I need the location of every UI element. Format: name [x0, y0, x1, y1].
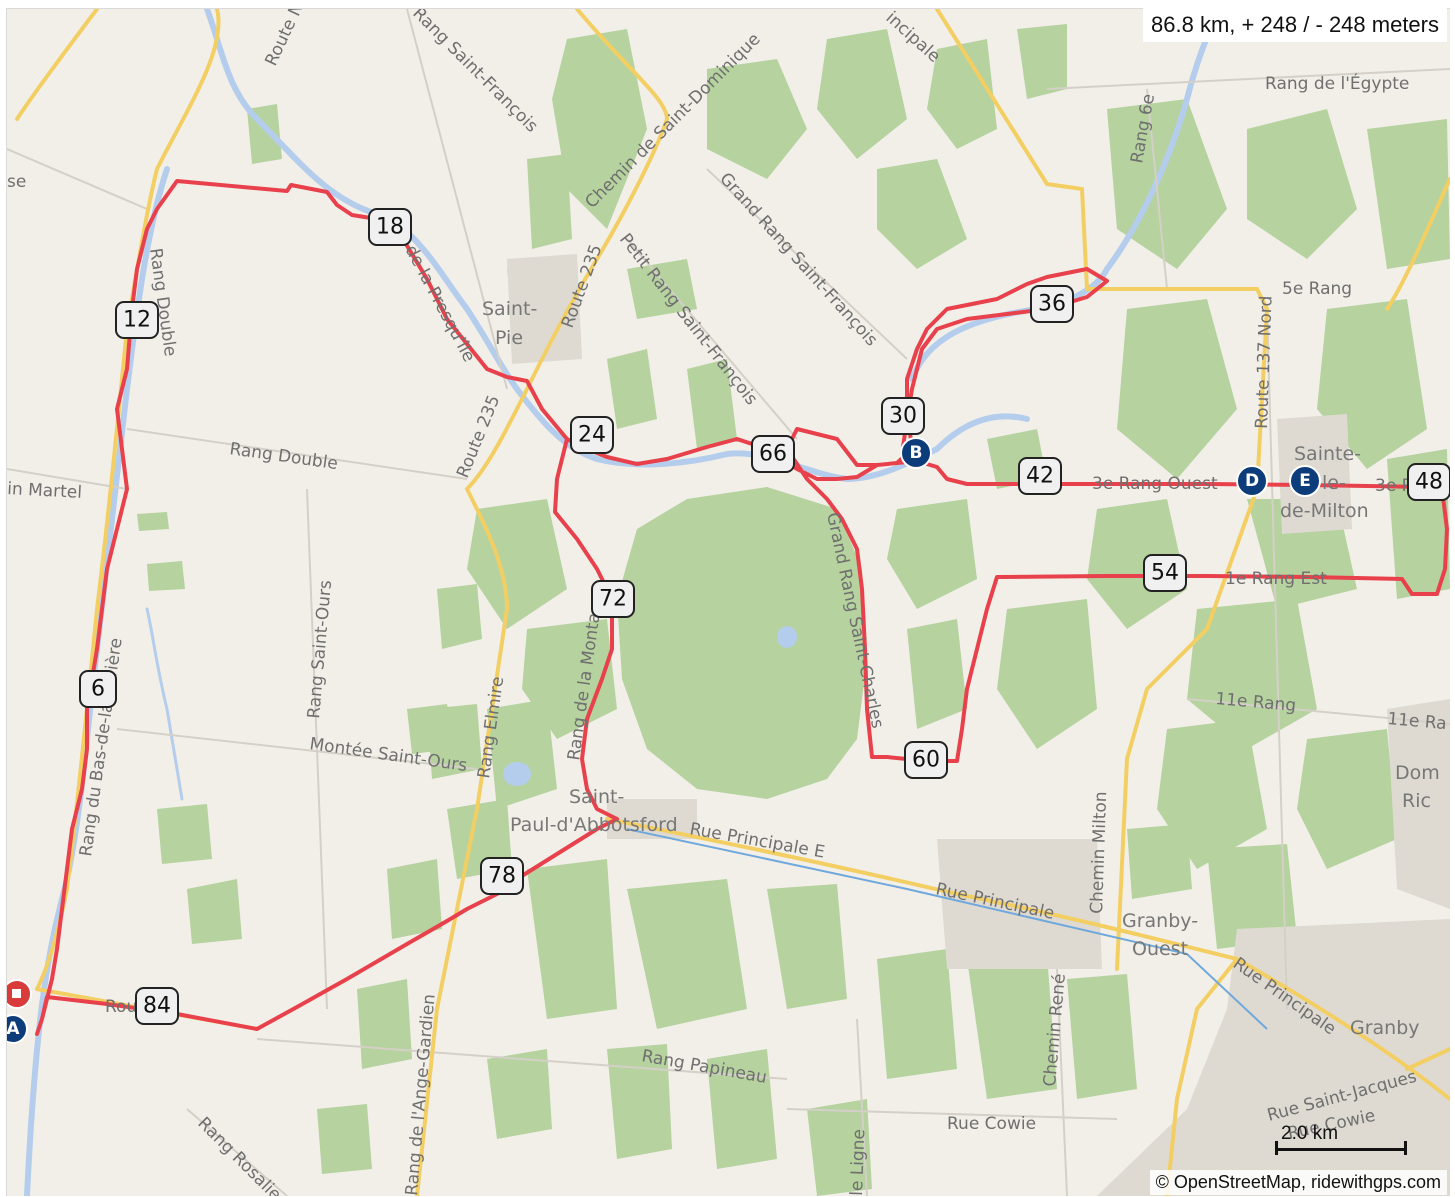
- town-label: Saint-: [569, 786, 624, 808]
- waypoint-e[interactable]: E: [1289, 465, 1321, 497]
- town-label: Paul-d'Abbotsford: [510, 814, 678, 836]
- blue-road: [626, 828, 1268, 1030]
- svg-text:72: 72: [599, 587, 627, 612]
- svg-text:60: 60: [912, 748, 940, 773]
- scale-tick-right: [1404, 1141, 1407, 1155]
- distance-marker-54: 54: [1143, 554, 1187, 592]
- town-labels: Saint- Pie Sainte- de-Milton Saint- Paul…: [482, 298, 1440, 1039]
- waypoint-a[interactable]: A: [7, 1014, 28, 1044]
- town-label: Dom: [1395, 762, 1440, 784]
- distance-marker-12: 12: [115, 301, 159, 339]
- route-stats: 86.8 km, + 248 / - 248 meters: [1143, 8, 1447, 42]
- svg-text:36: 36: [1038, 292, 1066, 317]
- town-label: Sainte-: [1294, 443, 1361, 465]
- town-label: Ouest: [1132, 938, 1188, 960]
- distance-marker-72: 72: [591, 580, 635, 618]
- map-view[interactable]: Route N Rang Saint-François incipale Che…: [6, 8, 1450, 1196]
- road-label: Rang de l'Égypte: [1265, 72, 1409, 94]
- map-attribution[interactable]: © OpenStreetMap, ridewithgps.com: [1149, 1170, 1447, 1195]
- scale-tick-left: [1275, 1141, 1278, 1155]
- road-label: 3e Rang Ouest: [1092, 474, 1218, 494]
- svg-text:24: 24: [578, 423, 606, 448]
- svg-text:18: 18: [376, 215, 404, 240]
- minor-roads: [7, 9, 1450, 1196]
- distance-marker-6: 6: [79, 670, 117, 708]
- distance-marker-18: 18: [368, 208, 412, 246]
- pond: [503, 762, 531, 786]
- distance-marker-48: 48: [1407, 463, 1450, 501]
- urban-areas: [507, 254, 1450, 1196]
- scale-line: [1275, 1148, 1407, 1151]
- town-label: le-: [1322, 472, 1346, 494]
- start-marker[interactable]: [7, 979, 32, 1009]
- svg-text:B: B: [910, 443, 923, 463]
- distance-marker-30: 30: [881, 397, 925, 435]
- svg-text:66: 66: [759, 442, 787, 467]
- road-label: Route 137 Nord: [1252, 295, 1277, 429]
- svg-text:30: 30: [889, 404, 917, 429]
- svg-text:78: 78: [488, 864, 516, 889]
- svg-text:E: E: [1299, 471, 1311, 491]
- waypoint-b[interactable]: B: [900, 437, 932, 469]
- waypoint-d[interactable]: D: [1236, 465, 1268, 497]
- svg-text:D: D: [1245, 471, 1259, 491]
- road-label: 1e Rang Est: [1225, 569, 1327, 589]
- distance-marker-78: 78: [480, 857, 524, 895]
- distance-marker-66: 66: [751, 435, 795, 473]
- svg-text:12: 12: [123, 308, 151, 333]
- svg-text:54: 54: [1151, 561, 1179, 586]
- map-canvas[interactable]: Route N Rang Saint-François incipale Che…: [7, 9, 1450, 1196]
- distance-marker-24: 24: [570, 416, 614, 454]
- road-label: Rue Cowie: [947, 1114, 1036, 1134]
- town-label: Granby: [1350, 1017, 1420, 1039]
- distance-marker-60: 60: [904, 741, 948, 779]
- scale-bar: 2.0 km: [1275, 1123, 1407, 1157]
- road-label: 3e R: [1375, 476, 1414, 496]
- town-label: Pie: [495, 327, 523, 349]
- road-label: le Ligne: [847, 1129, 869, 1196]
- forest-areas: [137, 24, 1450, 1196]
- town-label: de-Milton: [1280, 500, 1369, 522]
- pond: [777, 626, 797, 648]
- town-label: Ric: [1402, 790, 1431, 812]
- distance-marker-36: 36: [1030, 285, 1074, 323]
- svg-text:A: A: [7, 1019, 20, 1039]
- svg-text:42: 42: [1026, 464, 1054, 489]
- svg-text:48: 48: [1415, 470, 1443, 495]
- distance-marker-42: 42: [1018, 457, 1062, 495]
- road-label: Chemin Milton: [1087, 791, 1111, 914]
- road-label: 5e Rang: [1282, 279, 1352, 299]
- town-label: Saint-: [482, 298, 537, 320]
- town-label: Granby-: [1122, 910, 1198, 932]
- svg-text:84: 84: [143, 994, 171, 1019]
- road-label: in Martel: [7, 479, 83, 503]
- road-label: se: [7, 172, 26, 192]
- distance-marker-84: 84: [135, 987, 179, 1025]
- scale-label: 2.0 km: [1281, 1123, 1339, 1144]
- svg-text:6: 6: [91, 677, 105, 702]
